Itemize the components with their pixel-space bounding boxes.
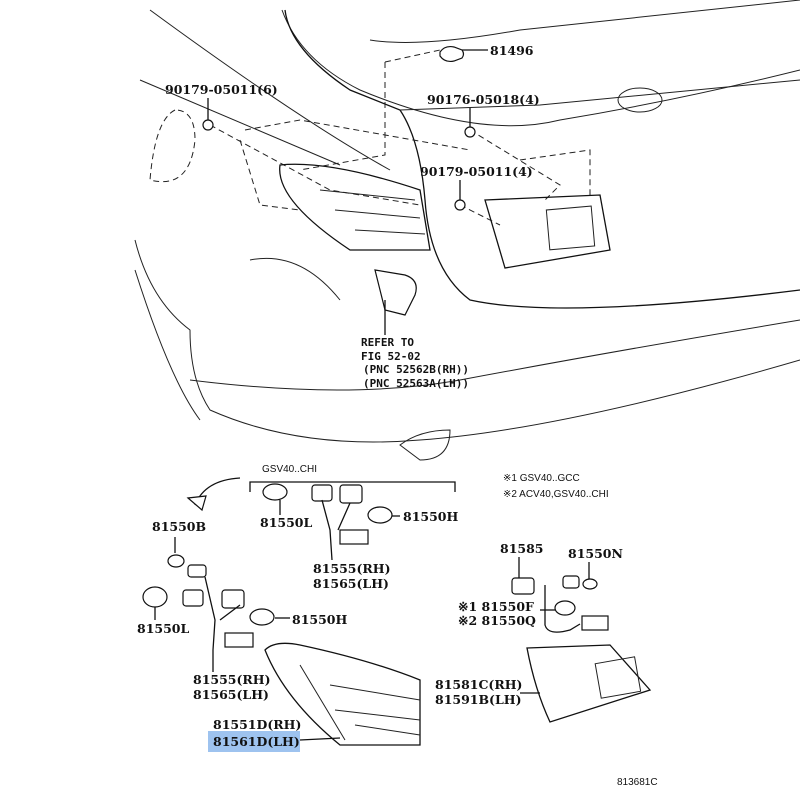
socket-icon — [221, 589, 245, 609]
left-socket-assembly — [142, 537, 290, 672]
clip-icon-90179-6 — [202, 119, 214, 131]
part-label-81585[interactable]: 81585 — [500, 541, 544, 556]
socket-icon — [187, 564, 207, 578]
clip-icon-90179-4 — [454, 199, 466, 211]
part-label-81551D[interactable]: 81551D(RH) — [213, 717, 301, 732]
part-label-81550B[interactable]: 81550B — [152, 519, 206, 534]
bulb-icon-81550F — [554, 600, 576, 616]
bulb-icon-81550L — [262, 483, 288, 501]
part-label-81550H[interactable]: 81550H — [292, 612, 347, 627]
fuel-door — [617, 87, 663, 113]
selected-part-highlight — [208, 731, 300, 752]
part-label-81591B[interactable]: 81591B(LH) — [435, 692, 521, 707]
car-body-outline — [134, 0, 800, 461]
part-label-81555-inset[interactable]: 81555(RH) — [313, 561, 391, 576]
socket-icon — [339, 484, 363, 504]
part-label-81550N[interactable]: 81550N — [568, 546, 623, 561]
right-socket-assembly — [511, 557, 609, 633]
part-label-81550L-inset[interactable]: 81550L — [260, 515, 312, 530]
socket-icon — [511, 577, 535, 595]
part-label-90176-05018-4[interactable]: 90176-05018(4) — [427, 92, 540, 107]
assembly-lines — [209, 49, 591, 226]
rear-lamp-inner-body — [484, 194, 611, 269]
bulb-icon-81550H — [249, 608, 275, 626]
refer-line-1: REFER TO — [361, 336, 414, 349]
refer-line-4: (PNC 52563A(LH)) — [363, 377, 469, 390]
socket-icon — [182, 589, 204, 607]
part-label-81561D-selected[interactable]: 81561D(LH) — [213, 734, 300, 749]
bulb-icon-81550B — [167, 554, 185, 568]
inset-label: GSV40..CHI — [262, 464, 317, 475]
socket-icon — [311, 484, 333, 502]
note-1: ※1 GSV40..GCC — [503, 473, 580, 484]
refer-line-3: (PNC 52562B(RH)) — [363, 363, 469, 376]
rear-combination-lamp-body — [279, 163, 431, 251]
leader-lines — [207, 49, 488, 335]
bulb-icon-81550N — [582, 578, 598, 590]
part-label-81550L[interactable]: 81550L — [137, 621, 189, 636]
tail-lamp-inner — [526, 644, 652, 723]
note-2: ※2 ACV40,GSV40..CHI — [503, 489, 609, 500]
tail-lamp-lh — [264, 642, 421, 746]
part-label-81565-inset[interactable]: 81565(LH) — [313, 576, 389, 591]
bulb-icon-81550H — [367, 506, 393, 524]
part-label-81550F[interactable]: ※1 81550F — [458, 599, 534, 614]
inset-socket-assembly — [262, 483, 400, 561]
socket-icon — [562, 575, 580, 589]
part-label-81550H-inset[interactable]: 81550H — [403, 509, 458, 524]
part-label-81550Q[interactable]: ※2 81550Q — [458, 613, 536, 628]
inset-bracket — [249, 481, 456, 492]
part-label-81565[interactable]: 81565(LH) — [193, 687, 269, 702]
connector-icon — [581, 615, 609, 631]
refer-line-2[interactable]: FIG 52-02 — [361, 350, 421, 363]
bulb-icon-81550L — [142, 586, 168, 608]
part-label-81581C[interactable]: 81581C(RH) — [435, 677, 522, 692]
bracket-icon — [374, 269, 417, 316]
figure-id: 813681C — [617, 777, 658, 788]
part-label-81555[interactable]: 81555(RH) — [193, 672, 271, 687]
part-label-90179-05011-4[interactable]: 90179-05011(4) — [420, 164, 533, 179]
grommet-icon-81496 — [439, 45, 465, 63]
part-label-90179-05011-6[interactable]: 90179-05011(6) — [165, 82, 278, 97]
clip-icon-90176 — [464, 126, 476, 138]
part-label-81496[interactable]: 81496 — [490, 43, 534, 58]
arrow-head-icon — [186, 495, 207, 512]
connector-icon — [339, 529, 369, 545]
connector-icon — [224, 632, 254, 648]
